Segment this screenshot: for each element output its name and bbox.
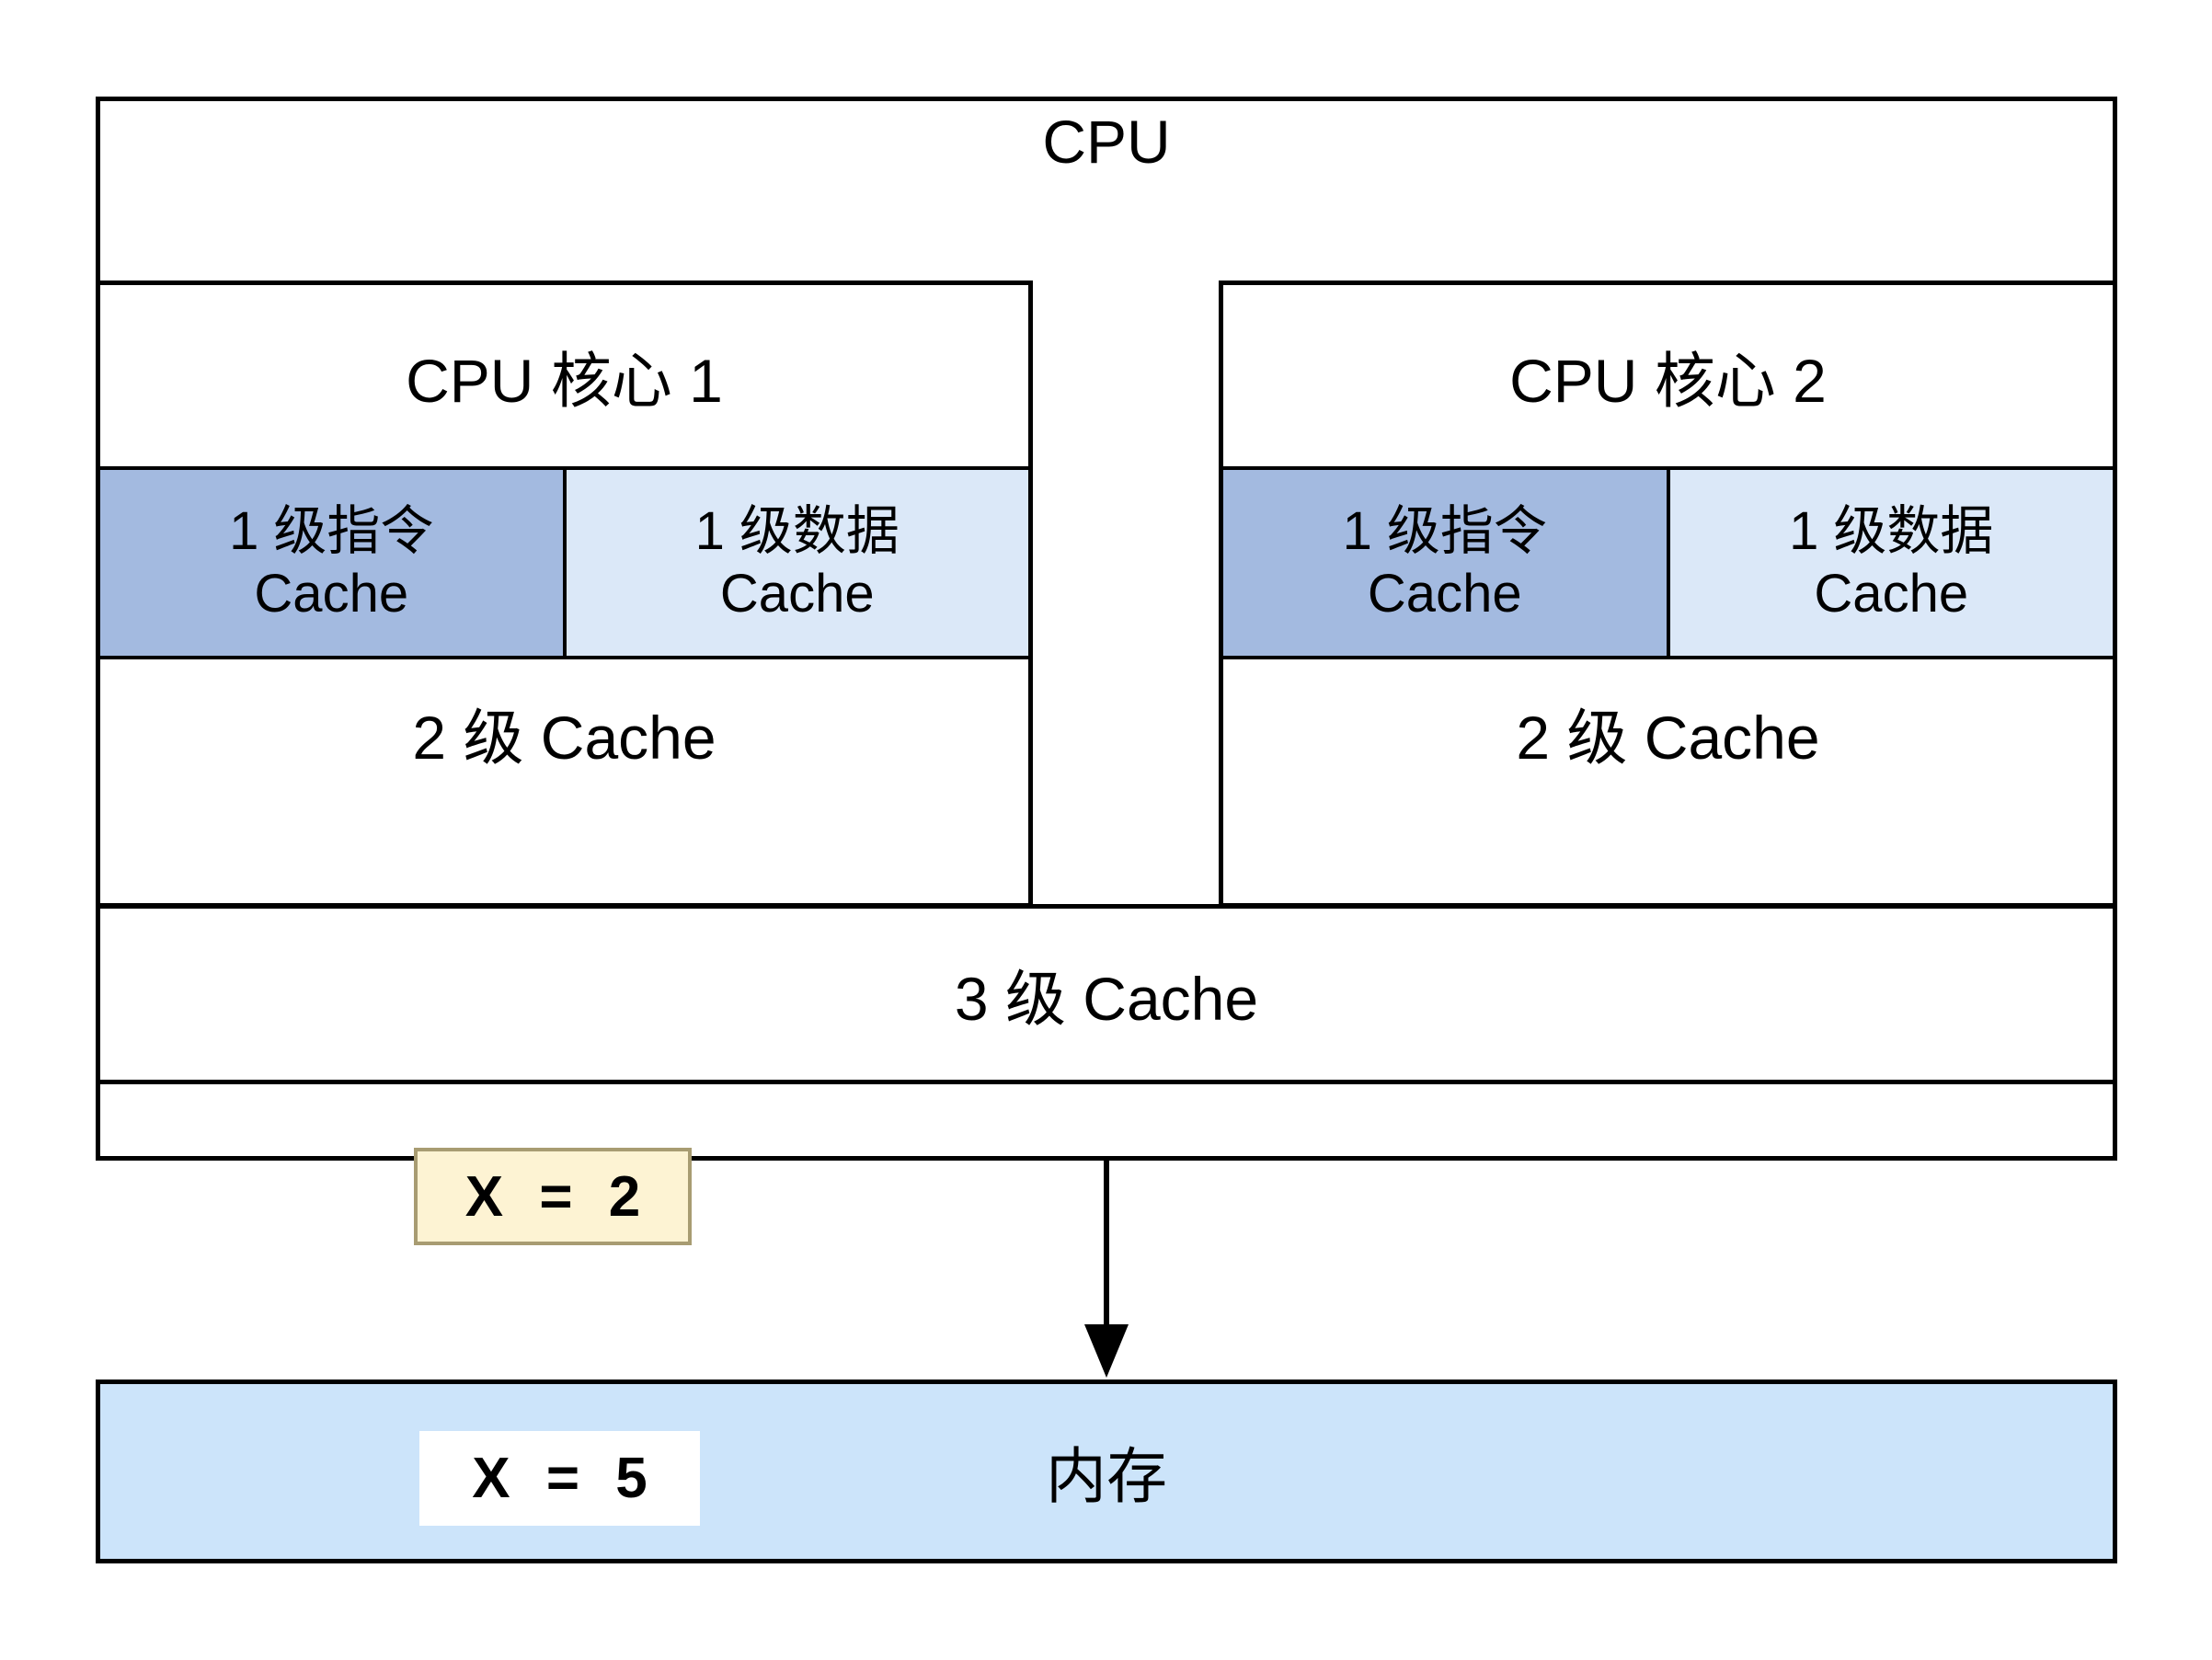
cpu-core-1-label: CPU 核心 1: [406, 346, 723, 415]
core-1-l1-instruction-cache: 1 级指令 Cache: [100, 470, 567, 656]
core-1-l2-label: 2 级 Cache: [412, 704, 716, 772]
cpu-title: CPU: [1042, 108, 1171, 176]
memory-value: X = 5: [472, 1447, 648, 1510]
core-1-l1-data-line2: Cache: [719, 564, 875, 624]
l3-cache-label: 3 级 Cache: [954, 965, 1259, 1033]
l3-cache-band: 3 级 Cache: [96, 904, 2117, 1084]
core-2-l1-data-cache: 1 级数据 Cache: [1669, 470, 2113, 656]
cpu-to-memory-arrow-head-icon: [1084, 1324, 1129, 1378]
cpu-core-2-label: CPU 核心 2: [1509, 346, 1827, 415]
memory-box: 内存 X = 5: [96, 1380, 2117, 1563]
core-1-l1-instruction-line1: 1 级指令: [229, 500, 434, 561]
core-2-l2-cache: 2 级 Cache: [1223, 659, 2113, 903]
core-1-l2-value-box: X = 2: [414, 1148, 692, 1245]
core-2-l2-label: 2 级 Cache: [1516, 704, 1820, 772]
core-1-l1-instruction-line2: Cache: [254, 564, 409, 624]
core-2-l1-row: 1 级指令 Cache 1 级数据 Cache: [1223, 466, 2113, 659]
core-1-l1-row: 1 级指令 Cache 1 级数据 Cache: [100, 466, 1028, 659]
cpu-core-2-box: CPU 核心 2 1 级指令 Cache 1 级数据 Cache 2 级 Cac…: [1219, 280, 2117, 908]
core-2-l1-data-line2: Cache: [1814, 564, 1969, 624]
core-2-l1-data-line1: 1 级数据: [1789, 500, 1994, 561]
core-1-l1-data-cache: 1 级数据 Cache: [566, 470, 1028, 656]
core-1-l2-value: X = 2: [464, 1164, 641, 1229]
core-2-l1-instruction-cache: 1 级指令 Cache: [1223, 470, 1670, 656]
cpu-core-1-box: CPU 核心 1 1 级指令 Cache 1 级数据 Cache 2 级 Cac…: [96, 280, 1033, 1245]
memory-value-box: X = 5: [419, 1431, 700, 1526]
core-2-l1-instruction-line2: Cache: [1367, 564, 1522, 624]
core-2-l1-instruction-line1: 1 级指令: [1342, 500, 1547, 561]
core-1-l2-cache: 2 级 Cache X = 2: [100, 659, 1028, 1245]
memory-label: 内存: [1046, 1442, 1167, 1510]
cpu-to-memory-arrow-shaft: [1104, 1161, 1109, 1328]
core-1-l1-data-line1: 1 级数据: [694, 500, 900, 561]
